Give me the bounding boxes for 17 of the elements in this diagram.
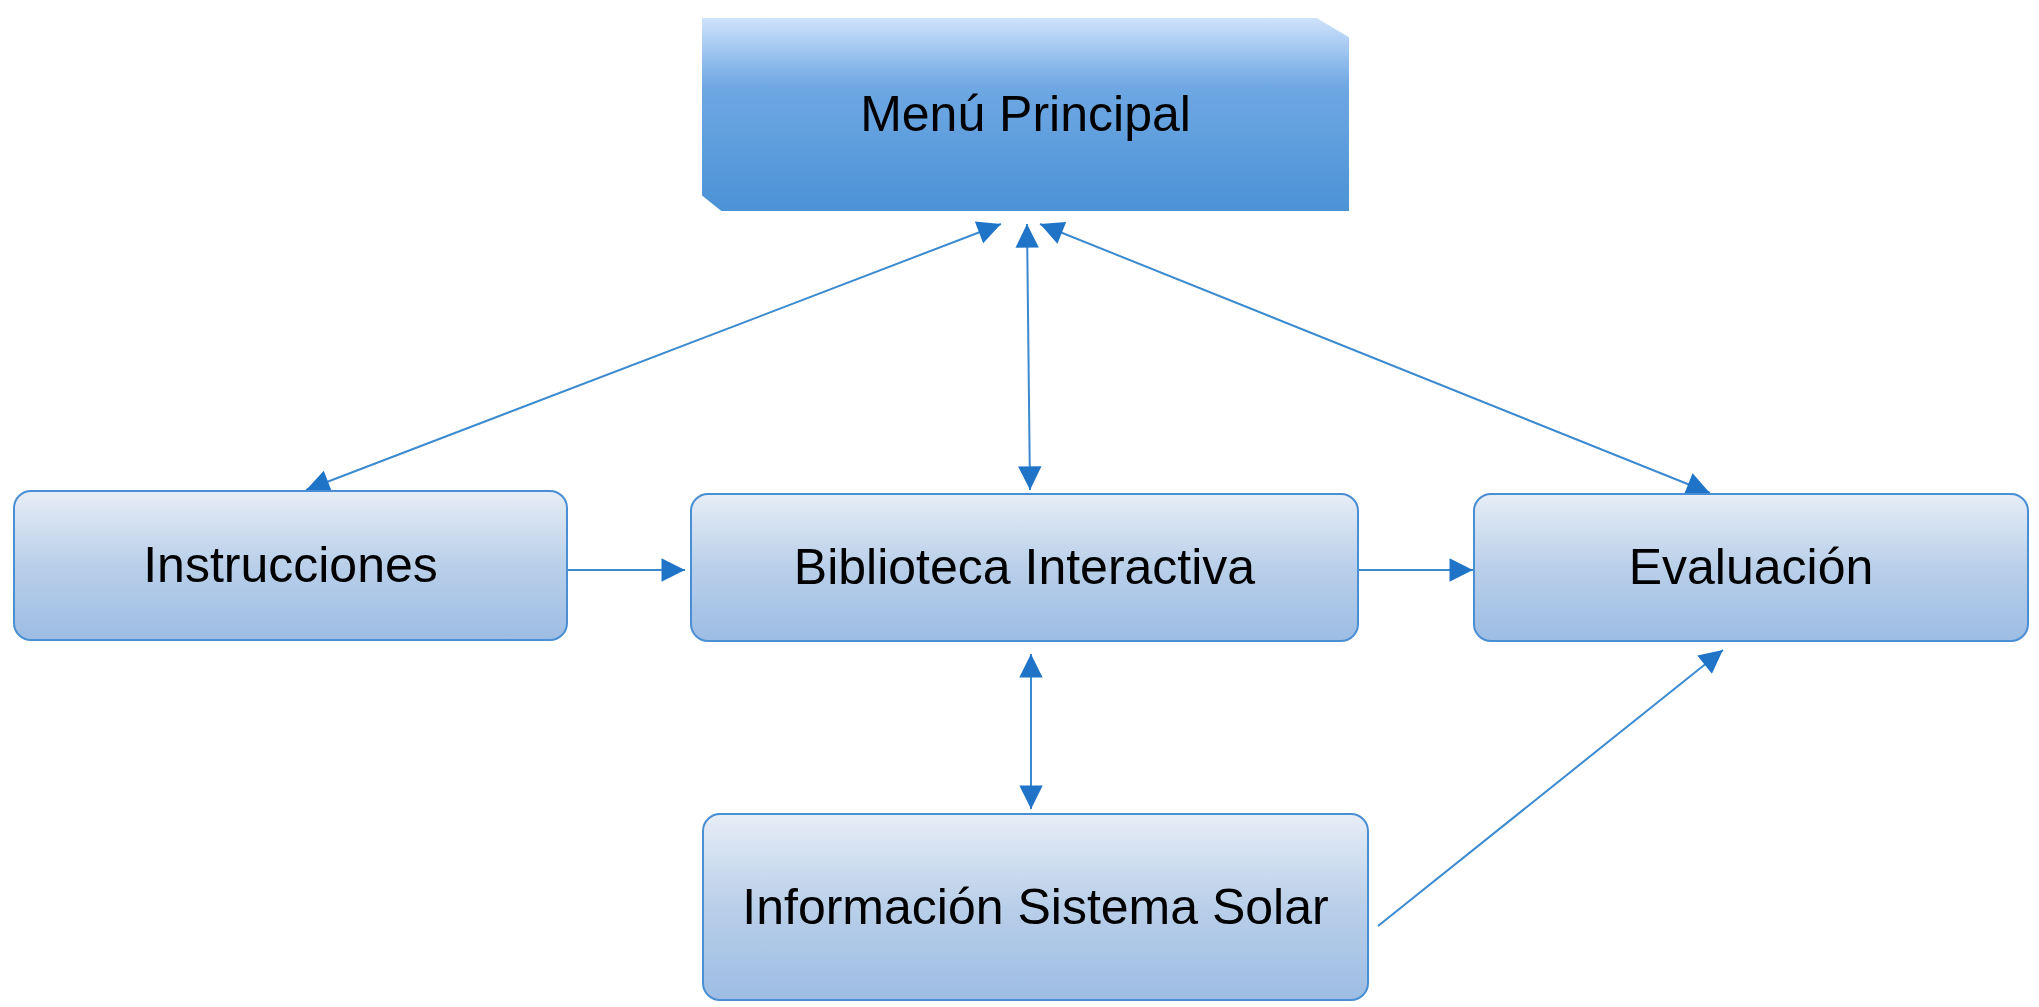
arrow bbox=[1019, 653, 1043, 810]
process-box bbox=[1473, 493, 2029, 642]
process-box bbox=[13, 490, 568, 641]
node-label: Instrucciones bbox=[143, 536, 438, 596]
node-label: Información Sistema Solar bbox=[742, 877, 1329, 937]
process-box bbox=[702, 813, 1369, 1001]
title-banner bbox=[702, 18, 1349, 211]
arrow bbox=[1015, 223, 1042, 491]
process-box bbox=[690, 493, 1359, 642]
arrow bbox=[567, 558, 686, 582]
arrow bbox=[1358, 558, 1474, 582]
arrow bbox=[1377, 649, 1724, 927]
node-label: Biblioteca Interactiva bbox=[793, 538, 1256, 598]
arrow bbox=[305, 221, 1002, 493]
node-label: Evaluación bbox=[1628, 538, 1874, 598]
arrow bbox=[1039, 221, 1711, 496]
node-label: Menú Principal bbox=[860, 85, 1191, 145]
